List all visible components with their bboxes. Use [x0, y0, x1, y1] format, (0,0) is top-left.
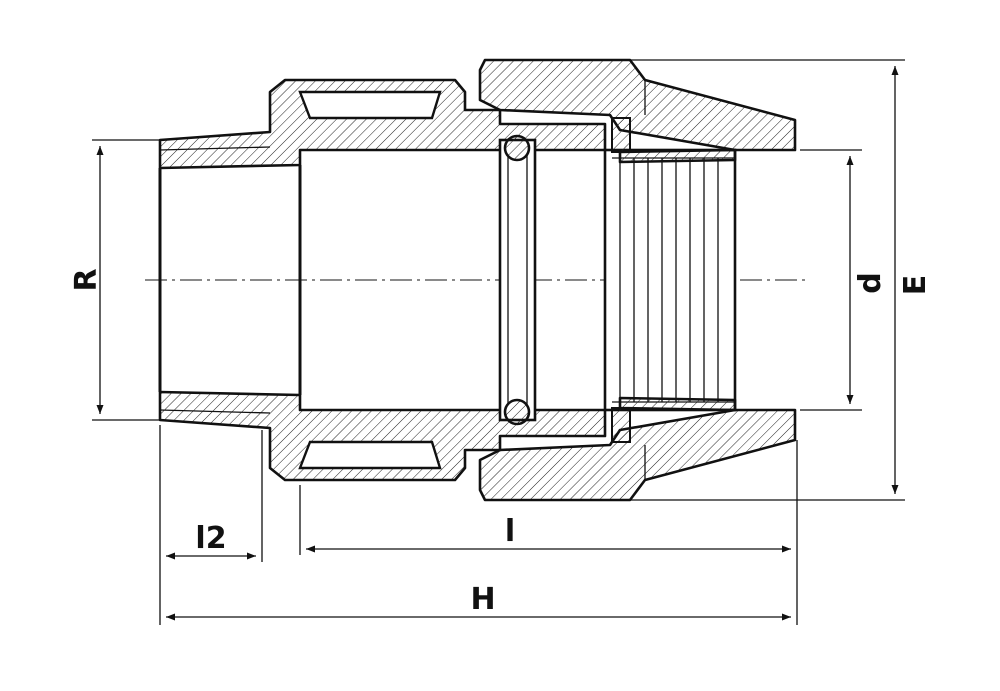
- grip-ring: [603, 117, 737, 443]
- dimension-l-label: l: [505, 514, 515, 549]
- threaded-body: [158, 78, 607, 482]
- compression-nut: [478, 58, 797, 502]
- dimension-R-label: R: [69, 268, 104, 291]
- dimension-l2-label: l2: [195, 521, 226, 556]
- o-ring-seal: [498, 134, 537, 426]
- dimension-d-label: d: [853, 272, 888, 293]
- dimension-H-label: H: [470, 582, 495, 617]
- extension-lines: [92, 59, 905, 625]
- dimension-E-label: E: [898, 275, 933, 296]
